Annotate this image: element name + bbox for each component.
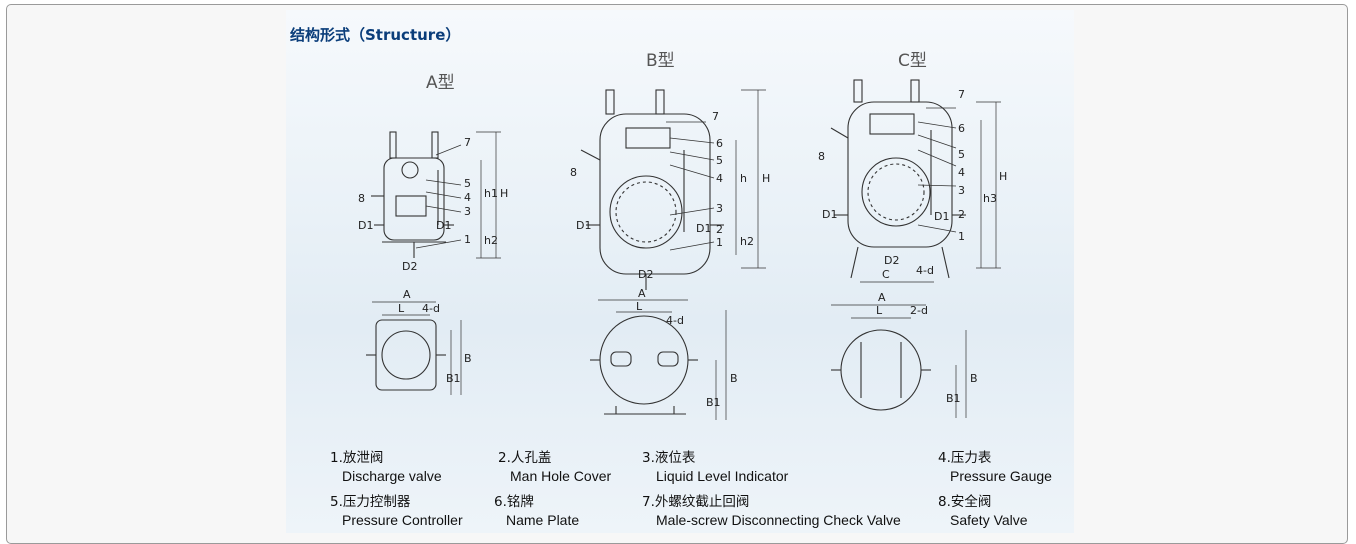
- c-dim-b: B: [970, 372, 978, 385]
- c-controller: [869, 113, 915, 135]
- b-part-2: 2: [716, 223, 723, 236]
- b-dim-l: L: [636, 300, 643, 313]
- b-part-4: 4: [716, 172, 723, 185]
- c-part-5: 5: [958, 148, 965, 161]
- b-part-7: 7: [712, 110, 719, 123]
- b-part-8: 8: [570, 166, 577, 179]
- b-dim-b1: B1: [706, 396, 721, 409]
- a-part-5: 5: [464, 177, 471, 190]
- b-d1-left: D1: [576, 219, 591, 232]
- c-part-7: 7: [958, 88, 965, 101]
- b-dim-b: B: [730, 372, 738, 385]
- legend-item-3-en: Liquid Level Indicator: [656, 468, 789, 484]
- b-dim-a: A: [638, 287, 646, 300]
- a-pressure-gauge: [401, 161, 419, 179]
- a-lug-right: [431, 131, 439, 159]
- legend-item-5-en: Pressure Controller: [342, 512, 463, 528]
- b-part-5: 5: [716, 154, 723, 167]
- a-lug-left: [389, 131, 397, 159]
- type-c-label: C型: [898, 51, 927, 71]
- c-dim-nd2: 2-d: [910, 304, 928, 317]
- c-dim-a: A: [878, 291, 886, 304]
- c-dim-b1: B1: [946, 392, 961, 405]
- legend-item-7-en: Male-screw Disconnecting Check Valve: [656, 512, 901, 528]
- b-vessel-body: [599, 113, 711, 275]
- b-controller: [625, 127, 671, 149]
- legend-item-4-zh: 4.压力表: [938, 450, 992, 466]
- b-plan-body: [599, 315, 689, 405]
- structure-figure: 结构形式（Structure）: [286, 10, 1074, 533]
- c-plan-body: [840, 329, 922, 411]
- type-a-label: A型: [426, 73, 455, 93]
- c-part-3: 3: [958, 184, 965, 197]
- legend-item-2-zh: 2.人孔盖: [498, 450, 552, 466]
- c-vessel-body: [847, 101, 953, 248]
- legend-item-1-zh: 1.放泄阀: [330, 450, 384, 466]
- legend-item-7-zh: 7.外螺纹截止回阀: [642, 494, 750, 510]
- c-part-2: 2: [958, 208, 965, 221]
- a-d1-right: D1: [436, 219, 451, 232]
- b-dim-h2: h2: [740, 235, 754, 248]
- a-part-7: 7: [464, 136, 471, 149]
- c-dim-c: C: [882, 268, 890, 281]
- a-dim-a: A: [403, 288, 411, 301]
- legend-item-8-en: Safety Valve: [950, 512, 1028, 528]
- legend-item-5-zh: 5.压力控制器: [330, 494, 411, 510]
- c-d2: D2: [884, 254, 899, 267]
- type-b-label: B型: [646, 51, 675, 71]
- b-part-3: 3: [716, 202, 723, 215]
- a-dim-h2: h2: [484, 234, 498, 247]
- legend-item-6-en: Name Plate: [506, 512, 580, 528]
- c-d1-left: D1: [822, 208, 837, 221]
- c-dim-h: H: [999, 170, 1007, 183]
- a-part-4: 4: [464, 191, 471, 204]
- a-d1-left: D1: [358, 219, 373, 232]
- b-part-6: 6: [716, 137, 723, 150]
- a-dim-nd: 4-d: [422, 302, 440, 315]
- a-dim-b1: B1: [446, 372, 461, 385]
- a-dim-b: B: [464, 352, 472, 365]
- c-part-8: 8: [818, 150, 825, 163]
- a-part-8: 8: [358, 192, 365, 205]
- c-dim-h3: h3: [983, 192, 997, 205]
- b-dim-nd: 4-d: [666, 314, 684, 327]
- legend-item-1-en: Discharge valve: [342, 468, 442, 484]
- b-d1-right: D1: [696, 222, 711, 235]
- c-dim-l: L: [876, 304, 883, 317]
- a-dim-h: H: [500, 187, 508, 200]
- c-manhole: [861, 157, 931, 227]
- a-manhole: [395, 195, 427, 217]
- b-manhole: [609, 175, 683, 249]
- b-d2: D2: [638, 268, 653, 281]
- figure-title: 结构形式（Structure）: [290, 26, 461, 44]
- a-vessel-body: [383, 157, 445, 241]
- b-dim-h: H: [762, 172, 770, 185]
- legend-item-2-en: Man Hole Cover: [510, 468, 612, 484]
- a-part-3: 3: [464, 205, 471, 218]
- structure-drawing: A型 B型 C型 7 5 4 3 1 8 D1 D1 D2 H h1 h2 A …: [358, 51, 1007, 420]
- a-part-1: 1: [464, 233, 471, 246]
- b-part-1: 1: [716, 236, 723, 249]
- legend-item-3-zh: 3.液位表: [642, 450, 696, 466]
- legend-item-6-zh: 6.铭牌: [494, 494, 534, 510]
- c-part-1: 1: [958, 230, 965, 243]
- a-d2: D2: [402, 260, 417, 273]
- a-dim-h1: h1: [484, 187, 498, 200]
- c-part-4: 4: [958, 166, 965, 179]
- a-dim-l: L: [398, 302, 405, 315]
- b-dim-h-small: h: [740, 172, 747, 185]
- legend-item-4-en: Pressure Gauge: [950, 468, 1052, 484]
- c-d1-right: D1: [934, 210, 949, 223]
- c-dim-nd: 4-d: [916, 264, 934, 277]
- c-part-6: 6: [958, 122, 965, 135]
- legend-item-8-zh: 8.安全阀: [938, 494, 992, 510]
